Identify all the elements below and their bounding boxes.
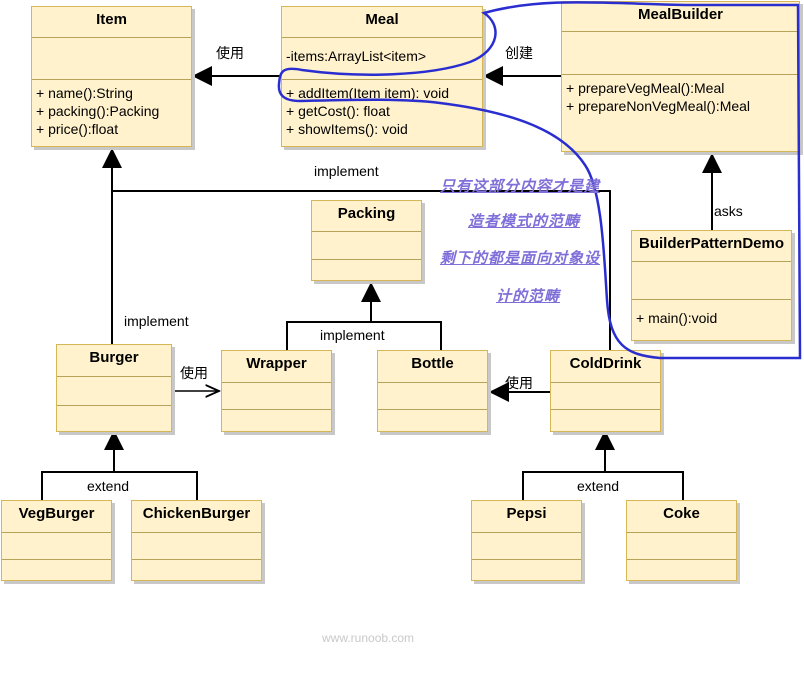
- class-builderpatterndemo-ops: + main():void: [636, 309, 789, 327]
- op: + getCost(): float: [286, 103, 390, 119]
- label-implement-burger: implement: [124, 313, 189, 329]
- label-extend-burger: extend: [87, 478, 130, 494]
- op: + addItem(Item item): void: [286, 85, 450, 101]
- annotation-line-1: 只有这部分内容才是建: [440, 178, 601, 195]
- label-use-burger-wrapper: 使用: [180, 365, 208, 381]
- class-wrapper-name: Wrapper: [246, 355, 307, 372]
- op: + packing():Packing: [36, 103, 160, 119]
- class-item-ops: + name():String + packing():Packing + pr…: [36, 84, 189, 138]
- class-meal-attrs: -items:ArrayList<item>: [286, 47, 480, 65]
- class-wrapper[interactable]: Wrapper: [221, 350, 332, 432]
- class-coke[interactable]: Coke: [626, 500, 737, 581]
- class-builderpatterndemo[interactable]: BuilderPatternDemo + main():void: [631, 230, 792, 341]
- class-packing-name: Packing: [337, 205, 396, 222]
- label-asks: asks: [714, 203, 743, 219]
- class-vegburger-name: VegBurger: [18, 505, 95, 522]
- edge-drinks-extend: [522, 471, 684, 500]
- class-burger-name: Burger: [89, 349, 139, 366]
- label-use-meal-item: 使用: [216, 45, 244, 61]
- class-chickenburger-name: ChickenBurger: [142, 505, 251, 522]
- label-extend-drink: extend: [577, 478, 620, 494]
- class-meal-ops: + addItem(Item item): void + getCost(): …: [286, 84, 480, 138]
- class-mealbuilder[interactable]: MealBuilder + prepareVegMeal():Meal + pr…: [561, 1, 800, 152]
- class-pepsi-name: Pepsi: [506, 505, 547, 522]
- class-meal[interactable]: Meal -items:ArrayList<item> + addItem(It…: [281, 6, 483, 147]
- attr: -items:ArrayList<item>: [286, 48, 427, 64]
- label-create: 创建: [505, 45, 533, 61]
- class-colddrink-name: ColdDrink: [569, 355, 642, 372]
- class-packing[interactable]: Packing: [311, 200, 422, 281]
- label-implement-top: implement: [314, 163, 379, 179]
- class-bottle-name: Bottle: [411, 355, 454, 372]
- class-colddrink[interactable]: ColdDrink: [550, 350, 661, 432]
- op: + main():void: [636, 310, 718, 326]
- class-item-name: Item: [96, 11, 127, 28]
- highlight-outline-path: [277, 1, 802, 360]
- class-vegburger[interactable]: VegBurger: [1, 500, 112, 581]
- class-meal-name: Meal: [365, 11, 399, 28]
- label-implement-packing: implement: [320, 327, 385, 343]
- watermark: www.runoob.com: [322, 631, 415, 645]
- class-item[interactable]: Item + name():String + packing():Packing…: [31, 6, 192, 147]
- op: + prepareVegMeal():Meal: [566, 80, 725, 96]
- op: + name():String: [36, 85, 133, 101]
- annotation-line-4: 计的范畴: [496, 288, 561, 305]
- class-bottle[interactable]: Bottle: [377, 350, 488, 432]
- label-use-colddrink-bottle: 使用: [505, 375, 533, 391]
- edge-burgers-extend: [41, 471, 198, 500]
- op: + showItems(): void: [286, 121, 408, 137]
- class-burger[interactable]: Burger: [56, 344, 172, 432]
- annotation-line-3: 剩下的都是面向对象设: [440, 250, 601, 267]
- op: + prepareNonVegMeal():Meal: [566, 98, 751, 114]
- class-mealbuilder-ops: + prepareVegMeal():Meal + prepareNonVegM…: [566, 79, 797, 115]
- edge-colddrink-implements-item: [112, 190, 611, 350]
- class-mealbuilder-name: MealBuilder: [637, 6, 724, 23]
- class-chickenburger[interactable]: ChickenBurger: [131, 500, 262, 581]
- class-pepsi[interactable]: Pepsi: [471, 500, 582, 581]
- class-builderpatterndemo-name: BuilderPatternDemo: [638, 235, 785, 252]
- op: + price():float: [36, 121, 119, 137]
- edge-wrapper-implements-packing: [286, 321, 442, 350]
- annotation-line-2: 造者模式的范畴: [468, 213, 581, 230]
- class-coke-name: Coke: [663, 505, 700, 522]
